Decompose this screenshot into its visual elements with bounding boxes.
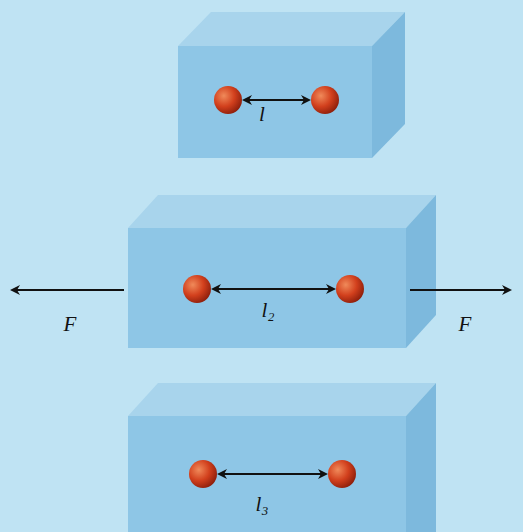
force-label: F	[64, 314, 77, 335]
block-face: l₂	[128, 228, 406, 348]
spheres	[183, 86, 364, 488]
force-arrows	[12, 290, 510, 291]
distance-label: l₃	[255, 494, 268, 515]
block-face: l₃	[128, 416, 406, 532]
force-label: F	[459, 314, 472, 335]
block	[128, 195, 436, 348]
block	[128, 383, 436, 532]
block	[178, 12, 405, 158]
distance-label: l	[259, 104, 265, 125]
block-face: l	[178, 46, 372, 158]
distance-label: l₂	[261, 300, 274, 321]
